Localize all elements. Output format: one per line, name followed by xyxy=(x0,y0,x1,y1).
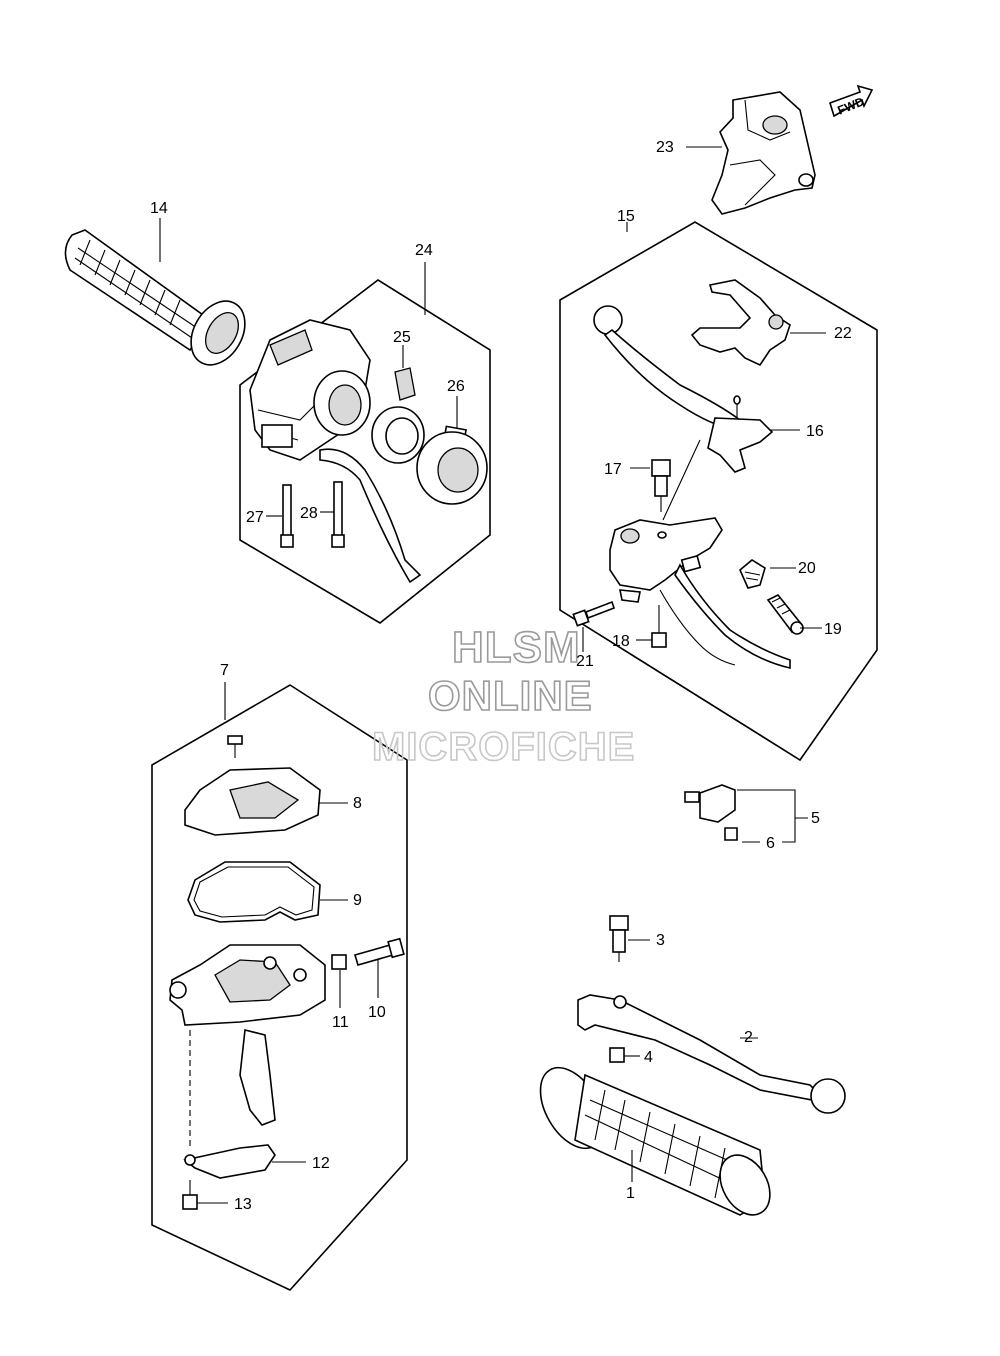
watermark-line-1: HLSM xyxy=(452,623,581,672)
part-13-bolt xyxy=(182,1180,198,1210)
callout-1: 1 xyxy=(626,1185,635,1202)
callout-9: 9 xyxy=(353,892,362,909)
group-frame-7 xyxy=(151,684,408,1291)
callout-12: 12 xyxy=(312,1155,330,1172)
part-1-grip xyxy=(539,1066,771,1216)
callout-20: 20 xyxy=(798,560,816,577)
callout-28: 28 xyxy=(300,505,318,522)
part-4-nut xyxy=(609,1047,625,1063)
callout-11: 11 xyxy=(332,1014,349,1031)
callout-3: 3 xyxy=(656,932,665,949)
part-2-lever xyxy=(577,994,846,1114)
callout-22: 22 xyxy=(834,325,852,342)
callout-7: 7 xyxy=(220,662,229,679)
part-27-screw xyxy=(280,484,294,548)
callout-8: 8 xyxy=(353,795,362,812)
part-12-plate xyxy=(183,1144,276,1179)
part-20-cap xyxy=(739,559,766,589)
part-28-screw xyxy=(331,481,345,548)
part-21-screw xyxy=(572,600,616,627)
callout-21: 21 xyxy=(576,653,594,670)
part-3-bolt xyxy=(609,915,629,962)
callout-2: 2 xyxy=(744,1029,753,1046)
part-11-nut xyxy=(331,954,347,970)
fwd-arrow-icon: FWD xyxy=(829,84,874,118)
part-17-bolt xyxy=(651,459,671,512)
callout-19: 19 xyxy=(824,621,842,638)
part-8-cover xyxy=(184,767,321,836)
watermark-line-2: ONLINE xyxy=(428,672,593,719)
part-15-perch xyxy=(609,439,791,670)
part-23-cover xyxy=(711,91,816,215)
part-18-nut xyxy=(651,605,667,648)
group-frame-24 xyxy=(239,279,491,624)
part-22-bracket xyxy=(690,279,791,367)
part-26-ring xyxy=(416,425,488,505)
part-14-grip xyxy=(64,229,246,366)
part-9-gasket xyxy=(187,861,321,923)
callout-26: 26 xyxy=(447,378,465,395)
part-19-adjuster xyxy=(766,593,804,635)
callout-14: 14 xyxy=(150,200,168,217)
callout-25: 25 xyxy=(393,329,411,346)
part-7-housing xyxy=(169,944,326,1126)
watermark-line-3: MICROFICHE xyxy=(372,725,635,769)
callout-24: 24 xyxy=(415,242,433,259)
leader-5-bracket xyxy=(737,789,808,843)
callout-27: 27 xyxy=(246,509,264,526)
callout-4: 4 xyxy=(644,1049,653,1066)
part-25-collar xyxy=(371,367,425,464)
callout-15: 15 xyxy=(617,208,635,225)
callout-18: 18 xyxy=(612,633,630,650)
callout-16: 16 xyxy=(806,423,824,440)
part-15-lever xyxy=(593,305,741,434)
part-24-switch-housing xyxy=(249,319,422,584)
callout-17: 17 xyxy=(604,461,622,478)
group-frame-15 xyxy=(559,221,878,762)
callout-13: 13 xyxy=(234,1196,252,1213)
part-5-switch xyxy=(684,784,738,841)
part-8-screw xyxy=(227,735,243,758)
callout-10: 10 xyxy=(368,1004,386,1021)
fwd-label: FWD xyxy=(836,94,867,117)
callout-23: 23 xyxy=(656,139,674,156)
part-16-pivot xyxy=(707,395,774,473)
part-10-bolt xyxy=(354,937,405,966)
callout-6: 6 xyxy=(766,835,775,852)
callout-5: 5 xyxy=(811,810,820,827)
